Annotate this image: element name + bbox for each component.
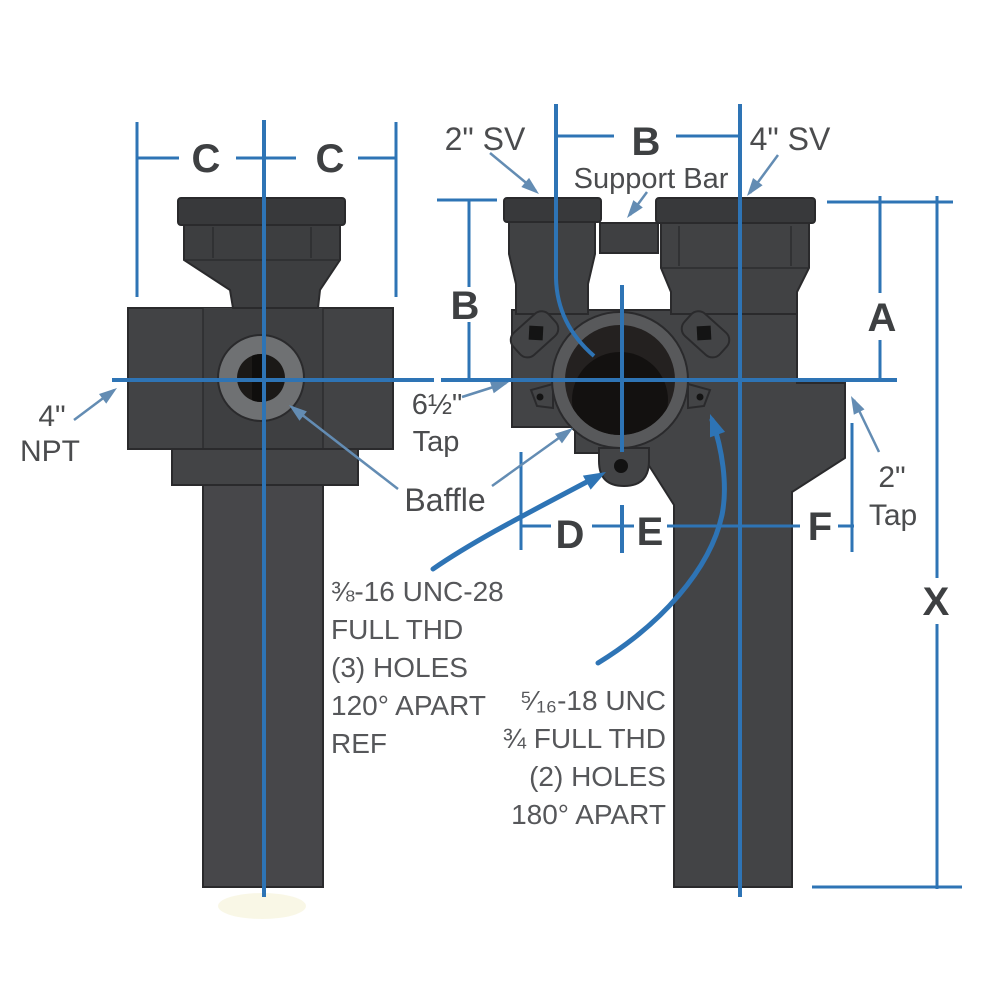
thread-note-right-line2: ¾ FULL THD <box>503 723 666 754</box>
thread-note-left-line1: ⅜-16 UNC-28 <box>331 576 504 607</box>
sv4-pipe-cap <box>655 197 816 224</box>
paper-smudge <box>218 893 306 919</box>
left-ear-lug <box>509 310 560 359</box>
label-4sv: 4" SV <box>750 121 831 157</box>
dim-label-c-left: C <box>192 137 221 181</box>
leader-thread-right <box>595 414 727 666</box>
thread-note-left-line4: 120° APART <box>331 690 486 721</box>
dim-label-b-top: B <box>632 120 661 164</box>
dim-label-b-left: B <box>451 284 480 328</box>
dim-label-f: F <box>808 505 832 549</box>
dim-label-x: X <box>923 580 950 624</box>
left-view-fitting <box>127 197 394 888</box>
dim-c-extension-lines <box>135 122 398 297</box>
right-side-tab-hole <box>696 393 704 401</box>
thread-note-left-line5: REF <box>331 728 387 759</box>
arrowhead-baffle-left <box>289 405 307 421</box>
left-side-tab-hole <box>536 393 544 401</box>
label-tap2-type: Tap <box>869 499 917 532</box>
thread-note-right: ⁵⁄₁₆-18 UNC ¾ FULL THD (2) HOLES 180° AP… <box>503 685 666 830</box>
thread-note-right-line4: 180° APART <box>511 799 666 830</box>
sv4-pipe-detail <box>661 226 809 269</box>
arrowhead-tap2 <box>851 396 865 415</box>
annotation-labels: 2" SV 4" SV Support Bar 4" NPT 6½" Tap B… <box>20 121 917 532</box>
sv2-pipe-cap <box>503 197 602 223</box>
right-ear-lug <box>680 310 731 359</box>
arrowhead-tap65 <box>490 381 509 394</box>
arrowhead-support-bar <box>627 200 643 218</box>
baffle-tab-hole <box>614 459 628 473</box>
thread-note-right-line3: (2) HOLES <box>529 761 666 792</box>
dimension-def: D E F <box>519 423 854 557</box>
sv2-centerline <box>554 104 596 358</box>
label-npt4-type: NPT <box>20 435 80 468</box>
dim-label-d: D <box>556 513 585 557</box>
leader-baffle-left <box>289 405 399 490</box>
leader-tap2 <box>851 396 881 453</box>
arrowhead-thread-left <box>582 472 606 490</box>
dimension-x: X <box>812 196 962 889</box>
thread-note-left-line3: (3) HOLES <box>331 652 468 683</box>
label-2sv: 2" SV <box>445 121 526 157</box>
label-support-bar: Support Bar <box>574 163 729 195</box>
leader-npt4 <box>73 388 117 421</box>
arrowhead-thread-right <box>710 414 726 438</box>
arrowhead-baffle-right <box>554 428 573 444</box>
dimension-b-left: B <box>437 198 497 380</box>
thread-note-right-line1: ⁵⁄₁₆-18 UNC <box>520 685 666 716</box>
label-tap65-type: Tap <box>413 426 460 458</box>
label-tap2-size: 2" <box>878 461 905 494</box>
left-view-hub-cap <box>177 197 346 226</box>
centerlines <box>112 104 897 897</box>
leader-support-bar <box>627 191 649 218</box>
sv2-pipe <box>508 221 596 315</box>
leader-baffle-right <box>491 428 573 488</box>
dim-label-e: E <box>637 510 664 554</box>
leader-4sv <box>747 154 780 196</box>
arrowhead-4sv <box>747 178 763 196</box>
dim-label-a: A <box>868 296 897 340</box>
leader-tap65 <box>461 381 509 399</box>
label-npt4-size: 4" <box>38 400 65 433</box>
dim-def-extension-lines <box>519 423 854 552</box>
dim-label-c-right: C <box>316 137 345 181</box>
thread-note-left-line2: FULL THD <box>331 614 463 645</box>
label-tap65-size: 6½" <box>412 389 463 421</box>
arrowhead-2sv <box>521 177 539 194</box>
leader-thread-left <box>430 472 606 572</box>
thread-note-left: ⅜-16 UNC-28 FULL THD (3) HOLES 120° APAR… <box>331 576 504 759</box>
dimension-a: A <box>827 196 953 380</box>
dimension-c: C C <box>135 122 398 297</box>
arrowhead-npt4 <box>99 388 117 404</box>
leader-2sv <box>489 152 539 194</box>
dimension-b-top: B <box>556 120 740 164</box>
label-baffle: Baffle <box>404 482 485 518</box>
support-bar <box>599 222 659 254</box>
